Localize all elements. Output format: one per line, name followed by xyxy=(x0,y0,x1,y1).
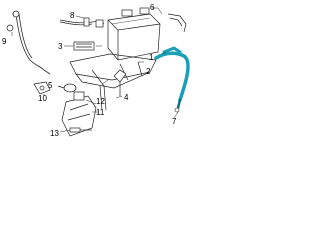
battery-tray xyxy=(69,53,157,111)
callout-9: 9 xyxy=(2,37,7,46)
callout-6: 6 xyxy=(150,3,155,12)
part-10-sensor xyxy=(33,81,51,95)
callout-4: 4 xyxy=(124,93,129,102)
callout-3: 3 xyxy=(58,42,63,51)
part-5 xyxy=(57,83,77,93)
wire-harness-top xyxy=(59,17,105,28)
callout-2: 2 xyxy=(146,67,151,76)
callout-12: 12 xyxy=(96,97,105,106)
part-6 xyxy=(167,13,187,33)
callout-7: 7 xyxy=(172,117,177,126)
part-9 xyxy=(6,24,14,32)
parts-diagram: 1 2 3 4 5 6 7 8 9 10 11 12 13 xyxy=(2,3,190,138)
negative-cable xyxy=(12,10,51,75)
callout-13: 13 xyxy=(50,129,59,138)
callout-10: 10 xyxy=(38,94,47,103)
callout-5: 5 xyxy=(48,81,53,90)
leader-lines xyxy=(11,7,179,133)
part-11-bracket xyxy=(61,95,97,137)
positive-cable xyxy=(154,46,190,113)
part-12 xyxy=(73,91,85,101)
part-3-clip xyxy=(73,41,95,51)
part-4-bracket xyxy=(113,69,127,96)
callout-11: 11 xyxy=(96,108,105,117)
callout-labels: 1 2 3 4 5 6 7 8 9 10 11 12 13 xyxy=(2,3,177,138)
callout-8: 8 xyxy=(70,11,75,20)
callout-1: 1 xyxy=(149,53,154,62)
battery xyxy=(107,7,161,61)
